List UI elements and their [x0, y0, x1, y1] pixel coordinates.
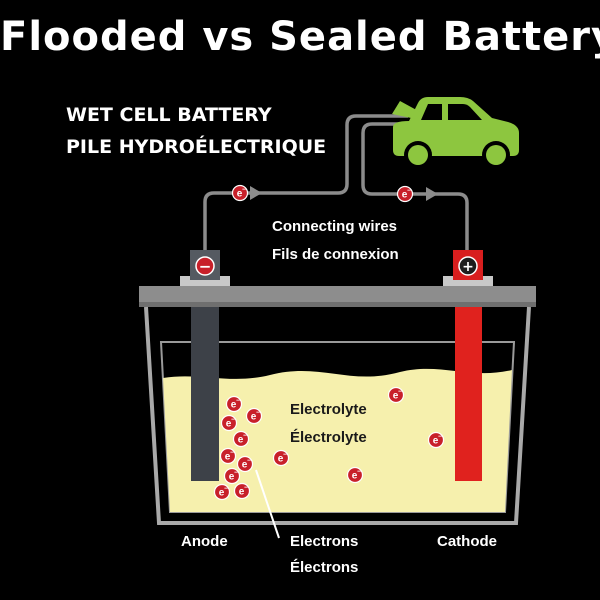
electron-symbol: e — [239, 487, 245, 498]
electron-sign: − — [247, 458, 251, 465]
electron-icon: e− — [346, 466, 364, 484]
electron-sign: − — [236, 398, 240, 405]
electron-icon: e− — [223, 467, 241, 485]
electrons-pointer-line — [255, 469, 280, 539]
electron-icon: e− — [396, 185, 414, 203]
car-window-front — [421, 104, 442, 120]
negative-terminal-icon — [195, 256, 215, 276]
cathode-label: Cathode — [437, 533, 497, 550]
electron-icon: e− — [220, 414, 238, 432]
battery-lid-shade — [139, 302, 536, 307]
cathode-terminal-base — [443, 276, 493, 286]
electron-icon: e− — [387, 386, 405, 404]
electron-sign: − — [234, 470, 238, 477]
electron-symbol: e — [251, 412, 257, 423]
electron-sign: − — [256, 410, 260, 417]
electron-icon: e− — [231, 184, 249, 202]
electrons-group: e−e−e−e−e−e−e−e−e−e−e−e−e−e−e− — [213, 184, 445, 501]
arrow-icon — [426, 187, 438, 201]
electron-symbol: e — [237, 189, 243, 200]
electrons-label-english: Electrons — [290, 533, 359, 550]
battery-lid — [139, 286, 536, 307]
electron-symbol: e — [219, 488, 225, 499]
electron-symbol: e — [402, 190, 408, 201]
electron-icon: e− — [232, 430, 250, 448]
car-window-rear — [448, 104, 482, 120]
battery-case — [144, 306, 531, 525]
connecting-wires — [203, 114, 469, 250]
electron-sign: − — [224, 486, 228, 493]
negative-symbol: − — [199, 258, 212, 276]
positive-symbol: + — [462, 259, 474, 275]
car-icon — [392, 97, 519, 169]
electron-sign: − — [438, 434, 442, 441]
electron-symbol: e — [231, 400, 237, 411]
electron-icon: e− — [213, 483, 231, 501]
electron-sign: − — [283, 452, 287, 459]
electron-icon: e− — [427, 431, 445, 449]
electron-sign: − — [357, 469, 361, 476]
anode-terminal-base — [180, 276, 230, 286]
electron-icon: e− — [225, 395, 243, 413]
electron-symbol: e — [242, 460, 248, 471]
electron-sign: − — [407, 188, 411, 195]
electron-symbol: e — [229, 472, 235, 483]
electron-symbol: e — [238, 435, 244, 446]
electron-icon: e− — [245, 407, 263, 425]
car-wheel-front — [408, 145, 428, 165]
heading-english: WET CELL BATTERY — [66, 104, 272, 126]
wires-label-french: Fils de connexion — [272, 246, 399, 263]
arrow-icon — [250, 186, 262, 200]
electron-sign: − — [244, 485, 248, 492]
electron-icon: e− — [236, 455, 254, 473]
electron-sign: − — [398, 389, 402, 396]
page-title: Flooded vs Sealed Battery — [0, 14, 600, 60]
positive-terminal-icon — [458, 256, 478, 276]
cathode-rod — [455, 307, 482, 481]
electrolyte-label-english: Electrolyte — [290, 401, 367, 418]
anode-rod — [191, 307, 219, 481]
electron-symbol: e — [352, 471, 358, 482]
electron-sign: − — [243, 433, 247, 440]
electron-symbol: e — [433, 436, 439, 447]
electron-symbol: e — [393, 391, 399, 402]
electrolyte-label-french: Électrolyte — [290, 429, 367, 446]
electron-symbol: e — [225, 452, 231, 463]
electrolyte-fill — [163, 368, 512, 512]
car-hood — [392, 101, 422, 119]
electron-icon: e− — [233, 482, 251, 500]
wire-cathode-side — [361, 122, 469, 250]
anode-label: Anode — [181, 533, 228, 550]
car-wheel-rear — [486, 145, 506, 165]
electron-sign: − — [230, 450, 234, 457]
wires-label-english: Connecting wires — [272, 218, 398, 235]
car-body — [393, 97, 519, 156]
electron-symbol: e — [226, 419, 232, 430]
heading-french: PILE HYDROÉLECTRIQUE — [66, 136, 327, 158]
electron-icon: e− — [219, 447, 237, 465]
electrons-label-french: Électrons — [290, 559, 359, 576]
electron-sign: − — [242, 187, 246, 194]
electron-icon: e− — [272, 449, 290, 467]
wire-anode-side — [203, 114, 408, 250]
electron-symbol: e — [278, 454, 284, 465]
electron-sign: − — [231, 417, 235, 424]
